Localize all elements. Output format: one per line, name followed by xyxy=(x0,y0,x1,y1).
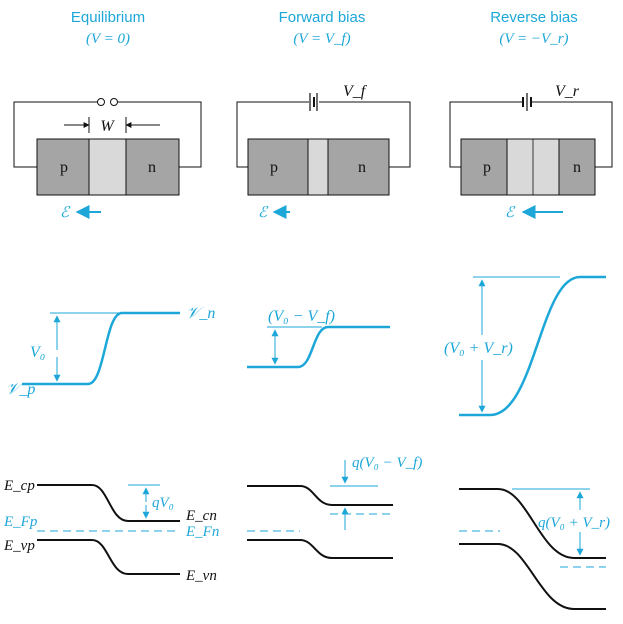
p-region-rev xyxy=(460,138,508,196)
vp-label: 𝒱_p xyxy=(6,381,35,398)
potential-curve-fwd xyxy=(247,325,390,369)
depletion-region-fwd xyxy=(307,138,329,196)
circuit-wire-rev-right xyxy=(532,101,613,168)
potential-equilibrium: V₀ 𝒱_n 𝒱_p xyxy=(6,305,215,398)
circuit-wire-eq xyxy=(13,101,98,168)
step-label-eq: qV₀ xyxy=(152,495,174,511)
valence-band-fwd xyxy=(247,539,393,559)
n-label-fwd: n xyxy=(358,159,366,176)
field-label-rev: ℰ xyxy=(505,205,516,221)
field-label-eq: ℰ xyxy=(60,205,71,221)
header-reverse-title: Reverse bias xyxy=(490,9,578,26)
barrier-label-eq: V₀ xyxy=(30,344,45,361)
junction-equilibrium: W p n ℰ xyxy=(13,98,202,221)
circuit-wire-fwd-right xyxy=(319,101,411,168)
barrier-label-fwd: (V₀ − V_f) xyxy=(268,308,335,325)
circuit-wire-rev-left xyxy=(449,101,522,168)
potential-curve-rev xyxy=(459,275,606,417)
junction-forward: V_f p n ℰ xyxy=(236,83,411,221)
circuit-wire-fwd-left xyxy=(236,101,309,168)
barrier-label-rev: (V₀ + V_r) xyxy=(444,340,513,357)
valence-band-rev xyxy=(459,543,606,610)
p-label-eq: p xyxy=(60,159,68,176)
p-region-eq xyxy=(36,138,90,196)
conduction-band-rev xyxy=(459,488,606,559)
ecn-label: E_cn xyxy=(185,508,217,524)
header-forward-title: Forward bias xyxy=(279,9,366,26)
header-forward-condition: (V = V_f) xyxy=(293,31,350,47)
potential-curve-eq xyxy=(22,311,180,386)
potential-reverse: (V₀ + V_r) xyxy=(444,275,606,417)
junction-reverse: V_r p n ℰ xyxy=(449,83,613,221)
conduction-band-eq xyxy=(37,484,180,522)
p-region-fwd xyxy=(247,138,309,196)
step-label-fwd: q(V₀ − V_f) xyxy=(352,455,422,471)
valence-band-eq xyxy=(37,539,180,575)
open-terminal-right xyxy=(110,98,118,106)
n-label-eq: n xyxy=(148,159,156,176)
step-label-rev: q(V₀ + V_r) xyxy=(538,515,610,531)
efn-label: E_Fn xyxy=(185,524,219,540)
evn-label: E_vn xyxy=(185,568,217,584)
vn-label: 𝒱_n xyxy=(186,305,215,322)
reverse-source-label: V_r xyxy=(555,83,580,100)
bands-reverse: q(V₀ + V_r) xyxy=(459,488,610,610)
efp-label: E_Fp xyxy=(3,514,38,530)
bands-equilibrium: qV₀ E_cp E_Fp E_vp E_cn E_Fn E_vn xyxy=(3,478,219,584)
width-label: W xyxy=(100,118,115,135)
p-label-fwd: p xyxy=(270,159,278,176)
depletion-region-eq xyxy=(88,138,127,196)
n-region-eq xyxy=(125,138,180,196)
evp-label: E_vp xyxy=(3,538,35,554)
n-region-fwd xyxy=(327,138,390,196)
ecp-label: E_cp xyxy=(3,478,35,494)
open-terminal-left xyxy=(97,98,105,106)
header-reverse-condition: (V = −V_r) xyxy=(499,31,568,47)
field-label-fwd: ℰ xyxy=(258,205,269,221)
forward-source-label: V_f xyxy=(343,83,368,100)
n-label-rev: n xyxy=(573,159,581,176)
potential-forward: (V₀ − V_f) xyxy=(247,308,390,369)
header-equilibrium-condition: (V = 0) xyxy=(86,31,130,47)
circuit-wire-eq-right xyxy=(117,101,202,168)
bands-forward: q(V₀ − V_f) xyxy=(247,455,422,559)
header-equilibrium-title: Equilibrium xyxy=(71,9,145,26)
conduction-band-fwd xyxy=(247,485,393,506)
p-label-rev: p xyxy=(483,159,491,176)
